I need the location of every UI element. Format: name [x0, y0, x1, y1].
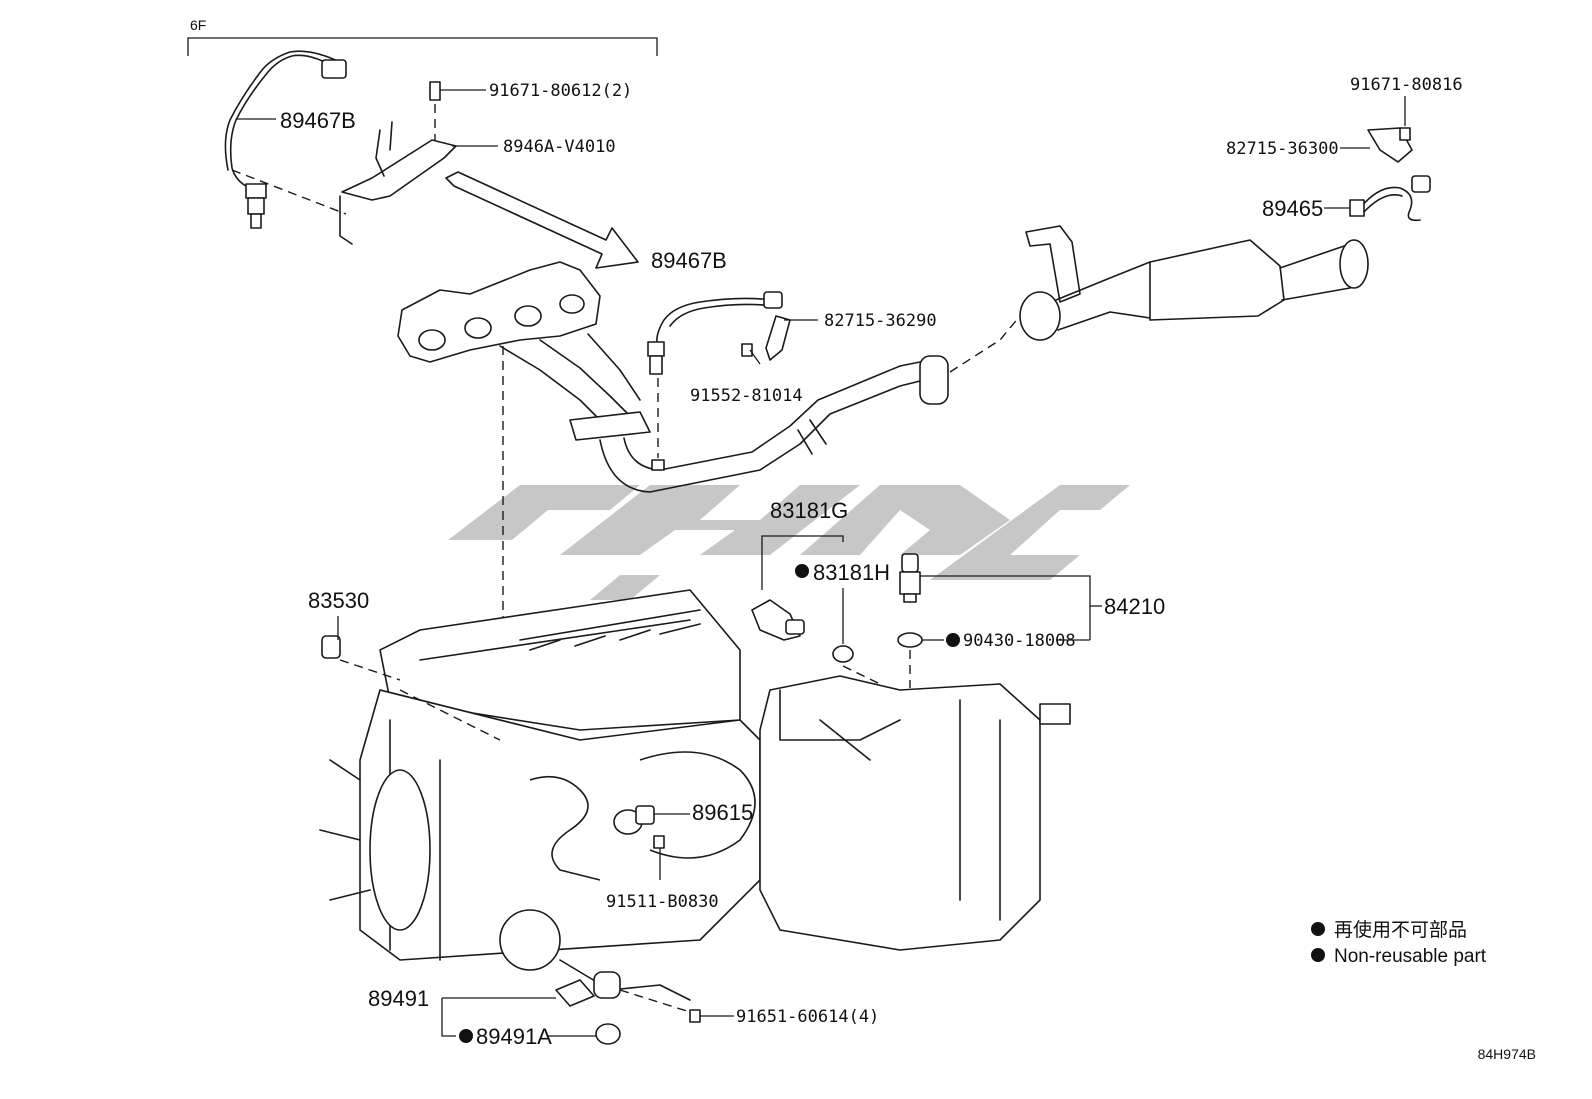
part-label-91671-80612: 91671-80612(2) [489, 81, 632, 101]
oxygen-sensor-rear [1349, 127, 1431, 222]
gasket-90430-18008 [897, 632, 923, 648]
knock-sensor [321, 635, 341, 659]
leader-lines [236, 89, 1406, 1037]
oxygen-sensor-middle [647, 291, 791, 471]
part-label-91511-b0830: 91511-B0830 [606, 892, 719, 912]
oxygen-sensor-top-left [224, 50, 347, 229]
non-reusable-dot-90430 [946, 633, 960, 647]
part-label-90430-18008: 90430-18008 [963, 631, 1076, 651]
legend: 再使用不可部品 Non-reusable part [1311, 919, 1487, 967]
part-label-89615: 89615 [692, 800, 753, 825]
front-exhaust-pipe [599, 355, 949, 493]
part-label-89491a: 89491A [476, 1024, 552, 1049]
part-label-91552-81014: 91552-81014 [690, 386, 803, 406]
legend-text-cn: 再使用不可部品 [1334, 919, 1467, 941]
group-label: 6F [190, 17, 206, 33]
transmission [759, 675, 1071, 951]
figure-code: 84H974B [1478, 1046, 1536, 1062]
part-label-83181g: 83181G [770, 498, 848, 523]
part-label-84210: 84210 [1104, 594, 1165, 619]
knock-sensor-89491 [555, 971, 701, 1045]
catalytic-converter [1019, 225, 1369, 341]
crankshaft-sensor-83181g [751, 599, 805, 641]
direction-arrow [445, 171, 639, 269]
part-label-89491: 89491 [368, 986, 429, 1011]
engine-block [319, 589, 761, 1001]
non-reusable-dot-89491a [459, 1029, 473, 1043]
part-label-91671-80816: 91671-80816 [1350, 75, 1463, 95]
part-label-89465: 89465 [1262, 196, 1323, 221]
legend-dot-en [1311, 948, 1325, 962]
group-bracket-6f: 6F [187, 17, 658, 56]
part-label-89467b-mid: 89467B [651, 248, 727, 273]
part-label-82715-36300: 82715-36300 [1226, 139, 1339, 159]
non-reusable-dot-83181h [795, 564, 809, 578]
legend-dot-cn [1311, 922, 1325, 936]
part-label-83181h: 83181H [813, 560, 890, 585]
part-label-89467b-top: 89467B [280, 108, 356, 133]
watermark-logo [448, 485, 1130, 600]
legend-text-en: Non-reusable part [1334, 946, 1487, 967]
part-label-82715-36290: 82715-36290 [824, 311, 937, 331]
part-label-8946a-v4010: 8946A-V4010 [503, 137, 616, 157]
oil-pressure-switch-84210 [899, 553, 921, 603]
cam-position-sensor-89615 [613, 805, 665, 849]
gasket-83181h [832, 645, 854, 663]
exhaust-manifold [397, 261, 651, 441]
part-label-91651-60614: 91651-60614(4) [736, 1007, 879, 1027]
part-label-83530: 83530 [308, 588, 369, 613]
sensor-bracket [339, 81, 457, 245]
